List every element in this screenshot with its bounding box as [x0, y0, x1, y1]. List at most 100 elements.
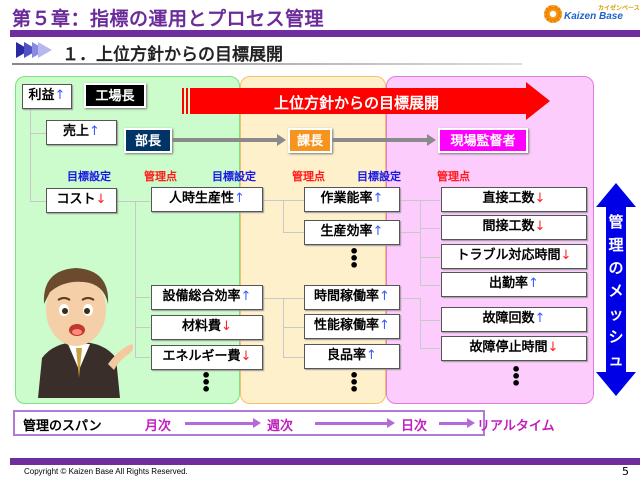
- connector-line: [420, 257, 440, 258]
- businessman-illustration: [38, 268, 134, 398]
- down-arrow-icon: ↓: [547, 340, 559, 355]
- up-arrow-icon: ↑: [54, 88, 66, 103]
- kpi-work-efficiency: 作業能率↑: [304, 187, 400, 212]
- cascade-arrow: [172, 134, 286, 146]
- down-arrow-icon: ↓: [534, 191, 546, 206]
- label-goal-setting: 目標設定: [212, 170, 256, 183]
- connector-line: [117, 201, 150, 202]
- down-arrow-icon: ↓: [95, 192, 107, 207]
- kpi-energy-cost: エネルギー費↓: [151, 345, 263, 370]
- connector-line: [420, 320, 440, 321]
- down-arrow-icon: ↓: [534, 219, 546, 234]
- connector-line: [135, 201, 136, 358]
- kaizen-base-logo: カイゼンベース Kaizen Base: [544, 3, 640, 27]
- kpi-oee: 設備総合効率↑: [151, 285, 263, 310]
- connector-line: [420, 348, 440, 349]
- span-monthly: 月次: [145, 419, 172, 434]
- kpi-trouble-response-time: トラブル対応時間↓: [441, 244, 587, 269]
- connector-line: [283, 298, 284, 358]
- kpi-attendance-rate: 出勤率↑: [441, 272, 587, 297]
- label-control-point: 管理点: [292, 170, 325, 183]
- up-arrow-icon: ↑: [528, 276, 539, 291]
- span-realtime: リアルタイム: [477, 419, 555, 434]
- role-site-supervisor: 現場監督者: [438, 128, 528, 153]
- management-span-bar: 管理のスパン 月次 週次 日次 リアルタイム: [13, 410, 555, 436]
- red-arrow-icon: [182, 82, 550, 120]
- gear-icon: [544, 5, 562, 23]
- connector-line: [420, 285, 440, 286]
- connector-line: [30, 108, 31, 202]
- up-arrow-icon: ↑: [379, 289, 390, 304]
- kpi-cost: コスト↓: [46, 188, 117, 213]
- connector-line: [283, 232, 304, 233]
- connector-line: [30, 133, 46, 134]
- banner-text: 上位方針からの目標展開: [274, 94, 440, 112]
- label-goal-setting: 目標設定: [67, 170, 111, 183]
- cascade-arrow: [332, 134, 436, 146]
- footer-divider: [10, 458, 640, 465]
- triple-chevron-icon: [16, 42, 52, 58]
- kpi-direct-labor-hours: 直接工数↓: [441, 187, 587, 212]
- span-daily: 日次: [401, 419, 428, 434]
- connector-line: [283, 357, 304, 358]
- span-arrow: [315, 418, 395, 428]
- connector-line: [135, 297, 150, 298]
- copyright-text: Copyright © Kaizen Base All Rights Reser…: [24, 467, 188, 476]
- connector-line: [135, 327, 150, 328]
- kpi-quality-rate: 良品率↑: [304, 344, 400, 369]
- role-department-manager: 部長: [124, 128, 172, 153]
- span-arrow: [439, 418, 475, 428]
- header-divider: [10, 30, 640, 37]
- up-arrow-icon: ↑: [379, 318, 390, 333]
- ellipsis-icon: •••: [511, 360, 522, 393]
- span-arrow: [185, 418, 261, 428]
- connector-line: [283, 200, 284, 233]
- connector-line: [135, 357, 150, 358]
- role-section-manager: 課長: [288, 128, 332, 153]
- ellipsis-icon: •••: [349, 366, 360, 399]
- role-factory-manager: 工場長: [84, 83, 146, 108]
- goal-cascade-banner: 上位方針からの目標展開: [182, 82, 550, 120]
- up-arrow-icon: ↑: [240, 289, 252, 304]
- chapter-title: 第５章：指標の運用とプロセス管理: [12, 8, 325, 30]
- kpi-sales: 売上↑: [46, 120, 117, 145]
- mesh-label: 管理のメッシュ: [608, 213, 624, 369]
- connector-line: [30, 201, 46, 202]
- up-arrow-icon: ↑: [372, 224, 384, 239]
- kpi-failure-downtime: 故障停止時間↓: [441, 336, 587, 361]
- logo-text: Kaizen Base: [564, 11, 623, 22]
- section-title: １．上位方針からの目標展開: [62, 45, 283, 65]
- kpi-failure-count: 故障回数↑: [441, 307, 587, 332]
- down-arrow-icon: ↓: [560, 248, 572, 263]
- logo-kana: カイゼンベース: [598, 5, 640, 12]
- kpi-indirect-labor-hours: 間接工数↓: [441, 215, 587, 240]
- up-arrow-icon: ↑: [534, 311, 546, 326]
- section-underline: [12, 63, 522, 65]
- kpi-availability-rate: 時間稼働率↑: [304, 285, 400, 310]
- span-title: 管理のスパン: [23, 419, 102, 434]
- connector-line: [420, 228, 440, 229]
- kpi-performance-rate: 性能稼働率↑: [304, 314, 400, 339]
- down-arrow-icon: ↓: [221, 319, 232, 334]
- kpi-production-efficiency: 生産効率↑: [304, 220, 400, 245]
- connector-line: [400, 298, 420, 299]
- double-arrow-icon: [596, 183, 636, 396]
- ellipsis-icon: •••: [349, 242, 360, 275]
- label-control-point: 管理点: [144, 170, 177, 183]
- up-arrow-icon: ↑: [372, 191, 384, 206]
- kpi-material-cost: 材料費↓: [151, 315, 263, 340]
- connector-line: [400, 232, 420, 233]
- page-number: 5: [622, 465, 629, 478]
- kpi-labor-productivity: 人時生産性↑: [151, 187, 263, 212]
- ellipsis-icon: •••: [201, 366, 212, 399]
- connector-line: [283, 327, 304, 328]
- label-goal-setting: 目標設定: [357, 170, 401, 183]
- connector-line: [420, 298, 421, 349]
- span-weekly: 週次: [267, 419, 294, 434]
- label-control-point: 管理点: [437, 170, 470, 183]
- management-mesh-arrow: 管理のメッシュ: [596, 183, 636, 396]
- kpi-profit: 利益↑: [22, 84, 72, 109]
- up-arrow-icon: ↑: [234, 191, 245, 206]
- up-arrow-icon: ↑: [366, 348, 377, 363]
- up-arrow-icon: ↑: [89, 124, 100, 139]
